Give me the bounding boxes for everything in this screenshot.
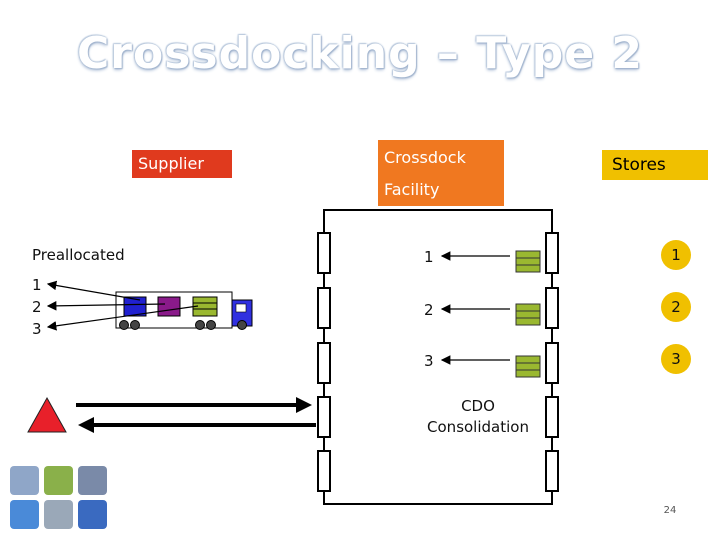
warning-triangle-icon	[27, 396, 67, 433]
slide-title: Crossdocking – Type 2	[77, 28, 643, 79]
photo-tile-icon	[44, 500, 73, 529]
supplier-line-1: 1	[32, 276, 42, 294]
photo-tile-icon	[10, 466, 39, 495]
store-badge-3: 3	[661, 344, 691, 374]
photo-tile-icon	[78, 500, 107, 529]
cdo-label-line2: Consolidation	[427, 418, 529, 436]
supplier-arrow-1	[46, 280, 141, 301]
preallocated-label: Preallocated	[32, 246, 125, 264]
photo-tile-icon	[44, 466, 73, 495]
facility-line-2: 2	[424, 301, 434, 319]
supplier-arrow-3	[46, 305, 199, 331]
supplier-line-2: 2	[32, 298, 42, 316]
crossdock-label-line1: Crossdock	[384, 148, 466, 167]
supplier-arrow-2	[46, 301, 166, 311]
cdo-label-line1: CDO	[461, 397, 495, 415]
photo-tile-grid	[10, 466, 108, 532]
crossdock-facility-label: Crossdock Facility	[378, 140, 504, 206]
truck-icon	[115, 291, 253, 330]
right-dock-doors	[545, 232, 559, 492]
stores-label: Stores	[602, 150, 708, 180]
supplier-line-3: 3	[32, 320, 42, 338]
supplier-label: Supplier	[132, 150, 232, 178]
pallet-icon	[515, 355, 541, 378]
crossdock-label-line2: Facility	[384, 180, 440, 199]
pallet-icon	[515, 250, 541, 273]
store-badge-2: 2	[661, 292, 691, 322]
facility-line-3: 3	[424, 352, 434, 370]
photo-tile-icon	[78, 466, 107, 495]
photo-tile-icon	[10, 500, 39, 529]
page-number: 24	[663, 505, 677, 516]
pallet-icon	[515, 303, 541, 326]
left-dock-doors	[317, 232, 331, 492]
store-badge-1: 1	[661, 240, 691, 270]
facility-line-1: 1	[424, 248, 434, 266]
